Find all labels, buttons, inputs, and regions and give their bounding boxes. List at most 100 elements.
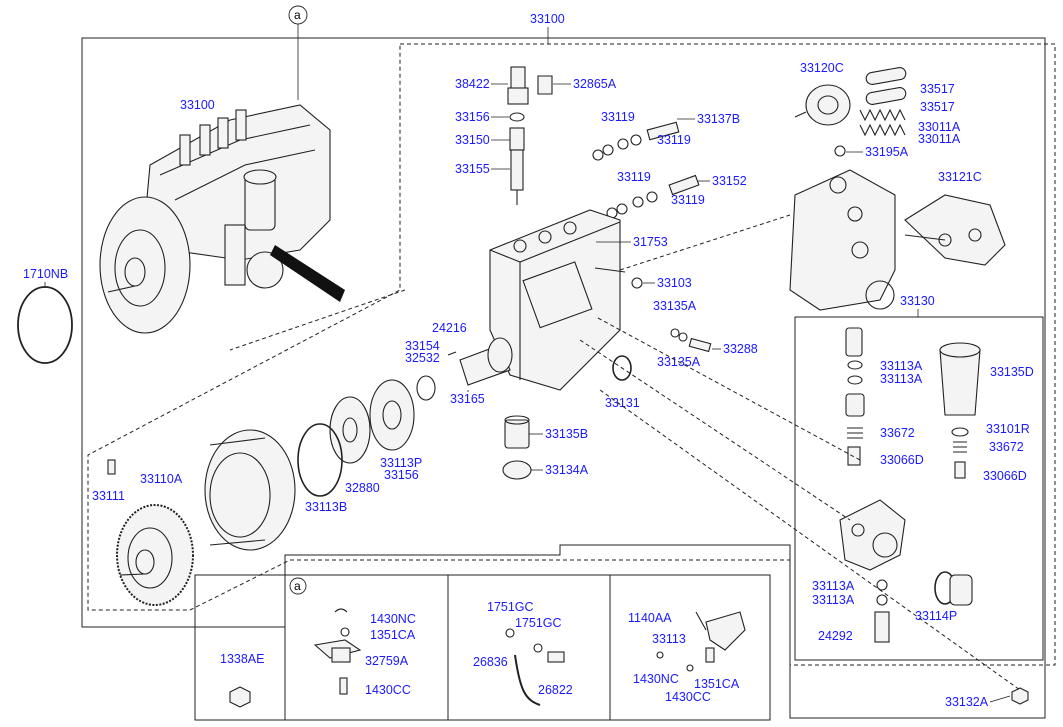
- label-32532: 32532: [405, 351, 440, 365]
- overflow-valve-housing: [839, 499, 906, 571]
- drive-housing: [204, 429, 296, 551]
- label-26822: 26822: [538, 683, 573, 697]
- label-33113B: 33113B: [305, 500, 347, 514]
- label-33517-b: 33517: [920, 100, 955, 114]
- label-33113A-a: 33113A: [880, 359, 923, 373]
- label-33119-a: 33119: [601, 110, 635, 124]
- label-33134A: 33134A: [545, 463, 589, 477]
- label-1338AE: 1338AE: [220, 652, 264, 666]
- label-33119-c: 33119: [617, 170, 651, 184]
- label-33113A-c: 33113A: [812, 579, 855, 593]
- label-33517-a: 33517: [920, 82, 955, 96]
- bolt-33111: [107, 459, 116, 475]
- label-1430CC-a: 1430CC: [365, 683, 411, 697]
- gasket-33113P: [369, 379, 415, 451]
- label-31753: 31753: [633, 235, 668, 249]
- o-ring-33113B: [297, 423, 343, 497]
- label-33066D-b: 33066D: [983, 469, 1027, 483]
- label-1140AA: 1140AA: [628, 611, 672, 625]
- screw-33288: [670, 328, 712, 353]
- label-33113A-d: 33113A: [812, 593, 855, 607]
- label-1430NC-b: 1430NC: [633, 672, 679, 686]
- label-33100-pump: 33100: [180, 98, 215, 112]
- detail-a-lever-parts: [313, 608, 362, 695]
- label-33011A-a: 33011A: [918, 120, 961, 134]
- washer-33195A: [834, 145, 846, 157]
- diagram-frames: [81, 37, 1056, 721]
- cap-33134A: [502, 460, 532, 480]
- label-33135B: 33135B: [545, 427, 588, 441]
- label-33111: 33111: [92, 489, 125, 503]
- label-33156-a: 33156: [455, 110, 490, 124]
- label-1430CC-b: 1430CC: [665, 690, 711, 704]
- label-1351CA-b: 1351CA: [694, 677, 740, 691]
- detail-a-bracket-parts: [656, 611, 746, 672]
- timer-gear-33110A: [116, 504, 194, 606]
- assembly-leader-lines: [229, 214, 1021, 691]
- label-33672-b: 33672: [989, 440, 1024, 454]
- label-33113: 33113: [652, 632, 686, 646]
- label-33152: 33152: [712, 174, 747, 188]
- label-24216: 24216: [432, 321, 467, 335]
- label-33156-b: 33156: [384, 468, 419, 482]
- label-33135D: 33135D: [990, 365, 1034, 379]
- label-33103: 33103: [657, 276, 692, 290]
- governor-cover-frame: [794, 316, 1044, 661]
- label-33119-d: 33119: [671, 193, 705, 207]
- label-1430NC-a: 1430NC: [370, 612, 416, 626]
- gasket-33156-b: [329, 396, 371, 464]
- label-33165: 33165: [450, 392, 485, 406]
- label-33132A: 33132A: [945, 695, 989, 709]
- camshaft-33165: [416, 337, 513, 401]
- label-24292: 24292: [818, 629, 853, 643]
- o-ring-1710NB: [17, 286, 73, 364]
- pump-assembly-illustration: [99, 104, 345, 334]
- label-26836: 26836: [473, 655, 508, 669]
- label-33113P: 33113P: [380, 456, 422, 470]
- label-32880: 32880: [345, 481, 380, 495]
- label-33119-b: 33119: [657, 133, 691, 147]
- cover-33121C: [904, 194, 1006, 266]
- nut-1338AE: [229, 686, 251, 708]
- label-33150: 33150: [455, 133, 490, 147]
- label-33101R: 33101R: [986, 422, 1030, 436]
- label-33155: 33155: [455, 162, 490, 176]
- governor-housing: [789, 169, 896, 311]
- label-33066D-a: 33066D: [880, 453, 924, 467]
- detail-a-pipe-parts: [505, 628, 565, 706]
- diaphragm-33120C: [794, 84, 851, 126]
- label-32759A: 32759A: [365, 654, 409, 668]
- callout-a-letter-top: a: [294, 8, 301, 22]
- label-1751GC-b: 1751GC: [515, 616, 562, 630]
- label-33113A-b: 33113A: [880, 372, 923, 386]
- label-33110A: 33110A: [140, 472, 183, 486]
- label-33672-a: 33672: [880, 426, 915, 440]
- delivery-valve-stack: [507, 66, 553, 205]
- label-33137B: 33137B: [697, 112, 740, 126]
- label-33130: 33130: [900, 294, 935, 308]
- label-33121C: 33121C: [938, 170, 982, 184]
- label-1751GC-a: 1751GC: [487, 600, 534, 614]
- label-1351CA-a: 1351CA: [370, 628, 416, 642]
- label-33120C: 33120C: [800, 61, 844, 75]
- label-33011A-b: 33011A: [918, 132, 961, 146]
- label-33154: 33154: [405, 339, 440, 353]
- label-33131: 33131: [605, 396, 640, 410]
- label-32865A: 32865A: [573, 77, 617, 91]
- label-33114P: 33114P: [915, 609, 957, 623]
- label-1710NB: 1710NB: [23, 267, 68, 281]
- callout-a-circle-detail: [289, 577, 307, 595]
- nut-1338AE-frame: [194, 626, 286, 721]
- label-33288: 33288: [723, 342, 758, 356]
- callout-a-detail: a: [289, 577, 307, 595]
- springs-33011A: [859, 67, 907, 137]
- priming-pump-parts: [845, 327, 981, 479]
- label-33135A-a: 33135A: [653, 299, 697, 313]
- bushing-33135B: [504, 415, 530, 449]
- label-33195A: 33195A: [865, 145, 909, 159]
- o-ring-33131: [612, 355, 632, 381]
- label-38422: 38422: [455, 77, 490, 91]
- label-33100-top: 33100: [530, 12, 565, 26]
- callout-a-letter-detail: a: [294, 579, 301, 593]
